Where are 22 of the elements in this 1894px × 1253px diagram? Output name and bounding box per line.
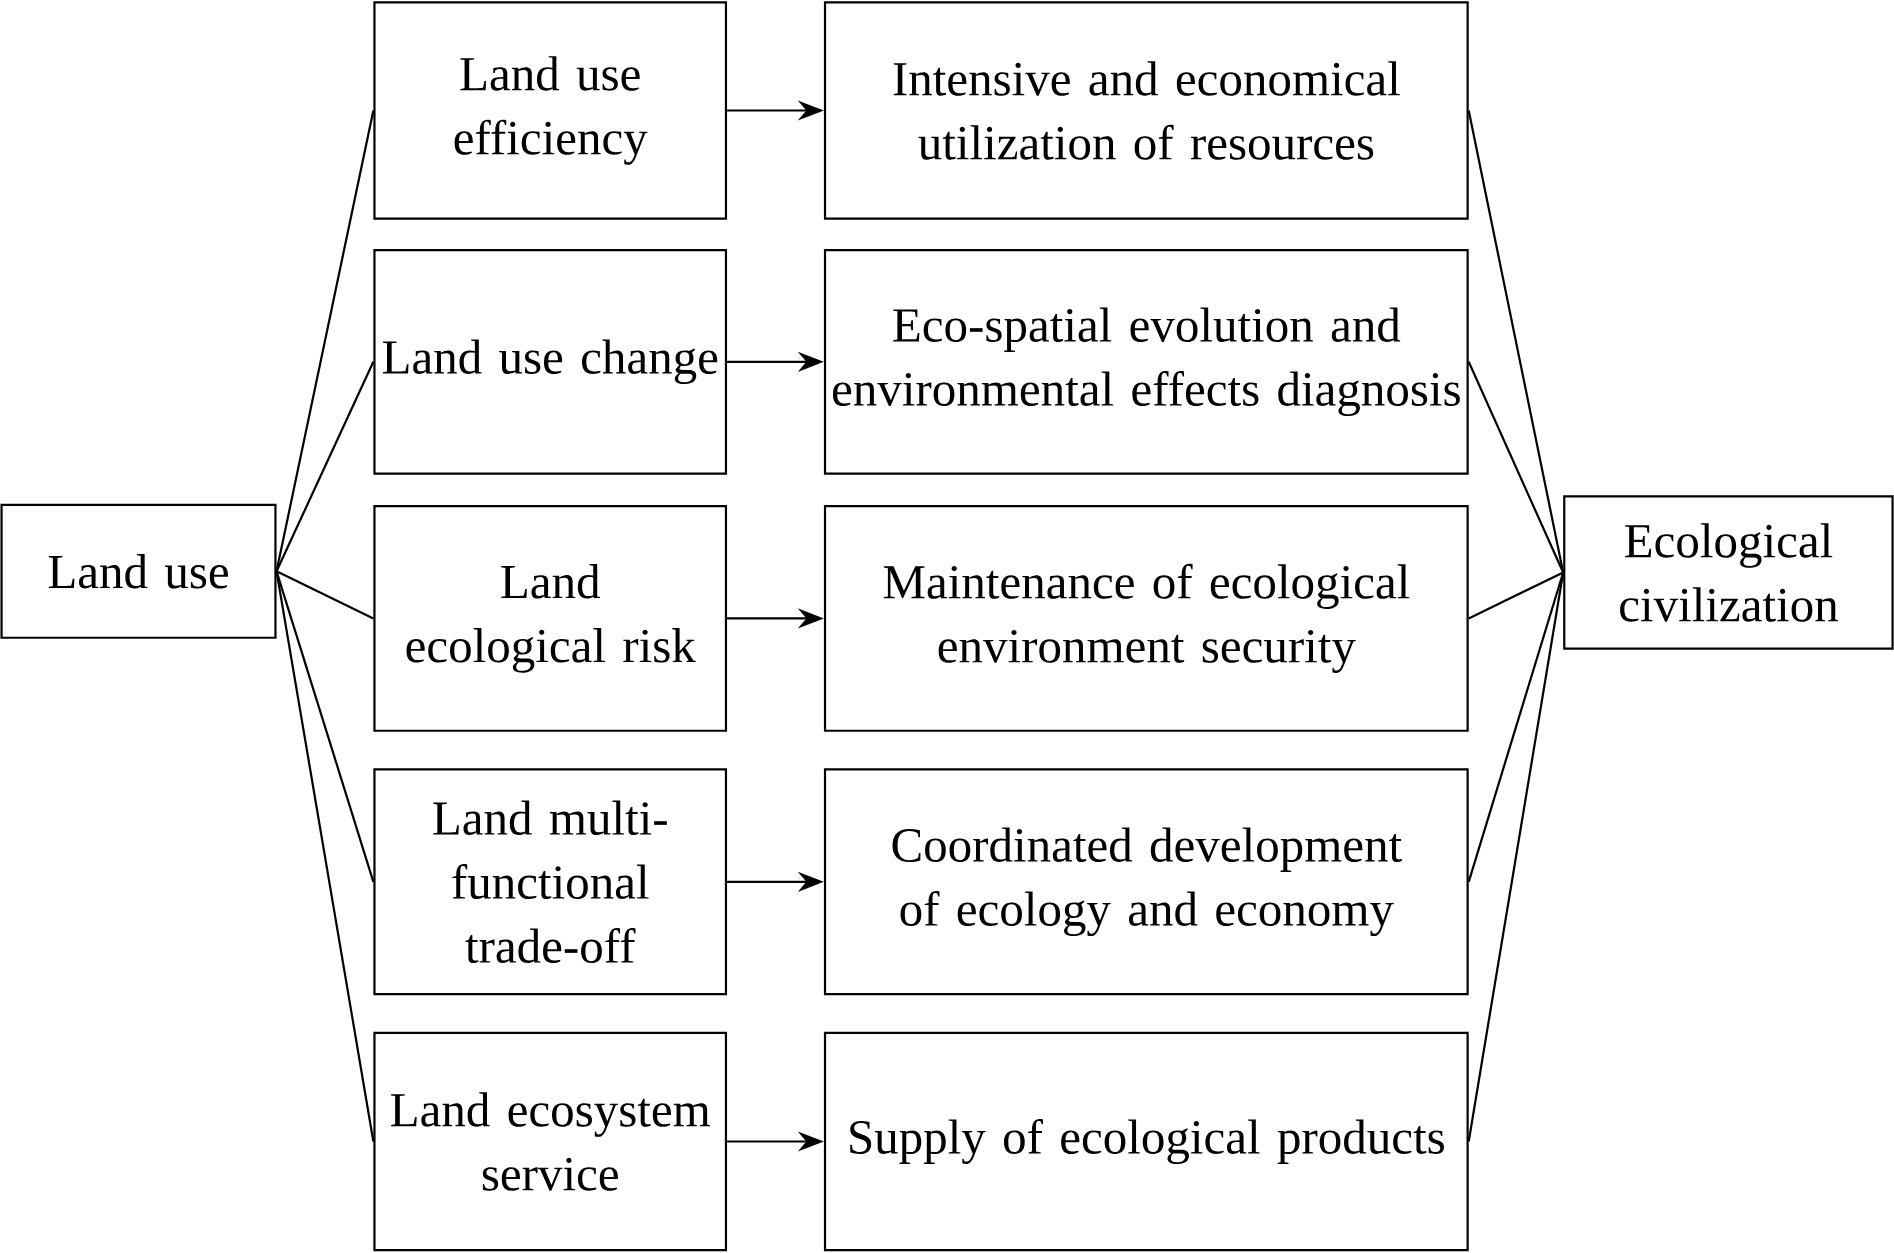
connector-line bbox=[276, 570, 374, 620]
text-box: Supply of ecological products bbox=[823, 1031, 1469, 1252]
connector-line bbox=[275, 571, 375, 1142]
connector-line bbox=[275, 571, 375, 883]
goal-box: Ecological civilization bbox=[1563, 495, 1894, 650]
connector-line bbox=[275, 110, 375, 572]
connector-line bbox=[1468, 571, 1564, 620]
text-box: Land ecosystem service bbox=[373, 1031, 728, 1252]
text-box: Land use change bbox=[373, 248, 728, 475]
connector-line bbox=[1467, 572, 1565, 883]
text-box: Land multi-functional trade-off bbox=[373, 768, 728, 996]
text-box: Intensive and economical utilization of resources bbox=[823, 1, 1469, 220]
text-box: Maintenance of ecological environment security bbox=[823, 504, 1469, 732]
text-box: Eco-spatial evolution and environmental effects diagnosis bbox=[823, 248, 1469, 475]
connector-line bbox=[1467, 110, 1565, 573]
connector-line bbox=[1467, 572, 1565, 1142]
connector-line bbox=[1467, 361, 1565, 573]
source-box: Land use bbox=[0, 503, 277, 639]
text-box: Land use efficiency bbox=[373, 1, 728, 220]
text-box: Land ecological risk bbox=[373, 504, 728, 732]
connector-line bbox=[275, 361, 375, 572]
text-box: Coordinated development of ecology and economy bbox=[823, 768, 1469, 996]
